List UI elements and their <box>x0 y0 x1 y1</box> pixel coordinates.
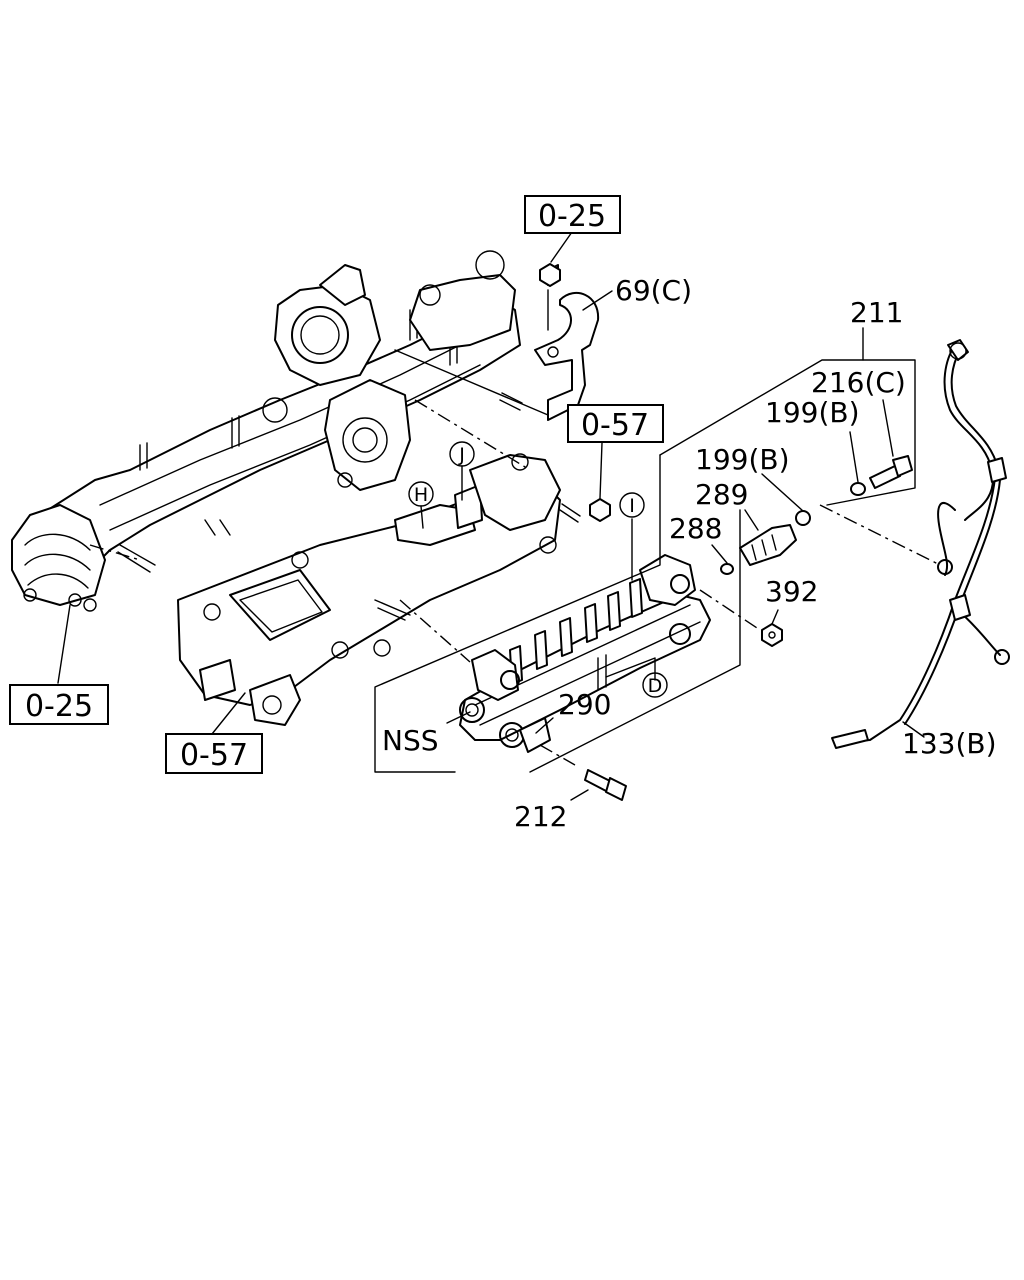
hardware-parts <box>539 263 913 801</box>
leader-lines <box>57 231 941 801</box>
marker-j-text: J <box>458 444 465 466</box>
marker-j: J <box>449 441 475 501</box>
ref-0-57-bottom-text: 0-57 <box>180 738 248 773</box>
bracket-69c <box>534 264 600 421</box>
ref-0-25-left-text: 0-25 <box>25 689 93 724</box>
ref-box-0-57-mid[interactable]: 0-57 <box>567 404 664 443</box>
marker-d-text: D <box>648 675 663 697</box>
label-199b-lower: 199(B) <box>695 443 790 476</box>
ref-0-25-top-text: 0-25 <box>538 199 606 234</box>
label-289: 289 <box>695 478 748 511</box>
label-211: 211 <box>850 296 903 329</box>
label-392: 392 <box>765 575 818 608</box>
label-133b: 133(B) <box>902 727 997 760</box>
label-212: 212 <box>514 800 567 833</box>
label-288: 288 <box>669 512 722 545</box>
label-69c: 69(C) <box>615 274 692 307</box>
lower-manifold-bracket <box>177 453 581 726</box>
circled-markers: H J I D <box>408 441 668 698</box>
label-199b-upper: 199(B) <box>765 396 860 429</box>
ref-box-0-25-top[interactable]: 0-25 <box>524 195 621 234</box>
intake-manifold-assembly <box>11 250 523 612</box>
marker-h-text: H <box>414 484 428 506</box>
label-290: 290 <box>558 688 611 721</box>
marker-h: H <box>408 481 434 529</box>
label-nss: NSS <box>382 724 439 757</box>
ref-box-0-25-left[interactable]: 0-25 <box>9 684 109 725</box>
fuel-pipe-133b <box>831 339 1010 749</box>
fuel-rail <box>459 554 711 753</box>
ref-0-57-mid-text: 0-57 <box>581 408 649 443</box>
marker-i-text: I <box>629 495 635 517</box>
label-216c: 216(C) <box>811 366 906 399</box>
marker-i: I <box>619 492 645 518</box>
marker-d: D <box>642 672 668 698</box>
ref-box-0-57-bottom[interactable]: 0-57 <box>165 733 263 774</box>
rail-fittings <box>509 578 643 685</box>
part-labels: 69(C) 211 216(C) 199(B) 199(B) 289 288 3… <box>382 274 997 833</box>
